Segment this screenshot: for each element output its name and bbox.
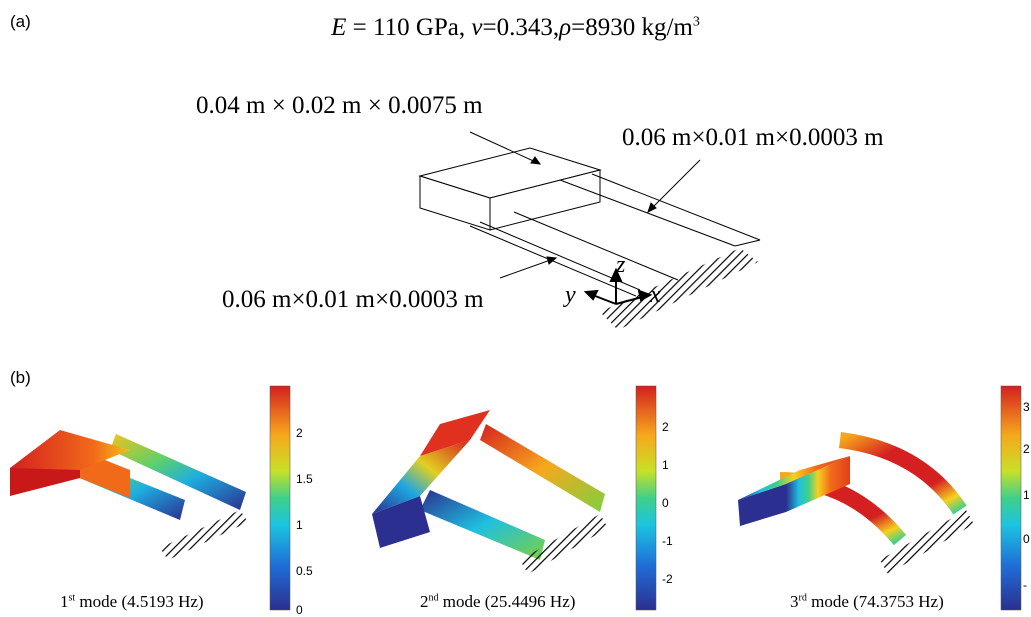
colorbar-tick: 1: [296, 518, 303, 532]
mode-3-caption: 3rd mode (74.3753 Hz): [790, 592, 944, 612]
density-exponent: 3: [692, 14, 700, 30]
panel-a-label: (a): [10, 12, 31, 31]
mode-3-ordinal: 3: [790, 592, 799, 611]
colorbar-tick: 0: [1023, 532, 1030, 546]
block-dimensions: 0.04 m × 0.02 m × 0.0075 m: [196, 92, 483, 119]
mode-1-ordinal: 1: [60, 592, 69, 611]
colorbar-tick: 1.5: [296, 472, 313, 486]
colorbar-tick: 1: [662, 458, 669, 472]
colorbar-tick: 2: [296, 426, 303, 440]
mode-1-ordinal-suffix: st: [68, 592, 76, 604]
mode-2-frequency: mode (25.4496 Hz): [438, 592, 576, 611]
material-properties: E = 110 GPa, ν=0.343,ρ=8930 kg/m3: [0, 14, 1031, 42]
poisson-ratio-value: =0.343,: [482, 14, 560, 41]
colorbar-tick: 3: [1023, 400, 1030, 414]
colorbar-tick: -: [1023, 578, 1027, 592]
colorbar-tick: 0.5: [296, 564, 313, 578]
right-beam-dimensions: 0.06 m×0.01 m×0.0003 m: [622, 124, 884, 151]
dimension-leaders: [469, 131, 701, 279]
colorbar-tick: 0: [296, 603, 303, 617]
beam-right: [559, 173, 761, 247]
mode-3-frequency: mode (74.3753 Hz): [806, 592, 944, 611]
colorbar-tick: -2: [662, 572, 673, 586]
youngs-modulus-value: = 110 GPa,: [346, 14, 466, 41]
panel-b-label: (b): [10, 368, 31, 387]
fixed-support-hatch: [600, 248, 758, 330]
mode-3-shape: [738, 432, 974, 574]
mode-2-caption: 2nd mode (25.4496 Hz): [420, 592, 575, 612]
colorbar-tick: 2: [662, 420, 669, 434]
axis-label-z: z: [616, 252, 626, 278]
colorbar-tick: -1: [662, 534, 673, 548]
mode-3-ordinal-suffix: rd: [798, 592, 807, 604]
mode-2-ordinal: 2: [420, 592, 429, 611]
axis-label-x: x: [650, 282, 661, 308]
mode-1-frequency: mode (4.5193 Hz): [75, 592, 204, 611]
youngs-modulus-symbol: E: [331, 14, 347, 41]
axis-label-y: y: [565, 282, 576, 308]
colorbar-tick: 1: [1023, 488, 1030, 502]
coordinate-axes: [583, 267, 653, 305]
density-value: =8930 kg/m: [571, 14, 693, 41]
mode-1-shape: [10, 430, 248, 560]
left-beam-dimensions: 0.06 m×0.01 m×0.0003 m: [222, 286, 484, 313]
mode-3-colorbar: [1000, 385, 1022, 611]
colorbar-tick: 0: [662, 496, 669, 510]
mode-2-colorbar: [635, 385, 657, 611]
colorbar-tick: 2: [1023, 442, 1030, 456]
mode-1-caption: 1st mode (4.5193 Hz): [60, 592, 204, 612]
poisson-ratio-symbol: ν: [471, 14, 483, 41]
mode-1-colorbar: [269, 385, 291, 611]
mode-2-ordinal-suffix: nd: [428, 592, 439, 604]
density-symbol: ρ: [559, 14, 572, 41]
mode-2-shape: [372, 410, 608, 574]
